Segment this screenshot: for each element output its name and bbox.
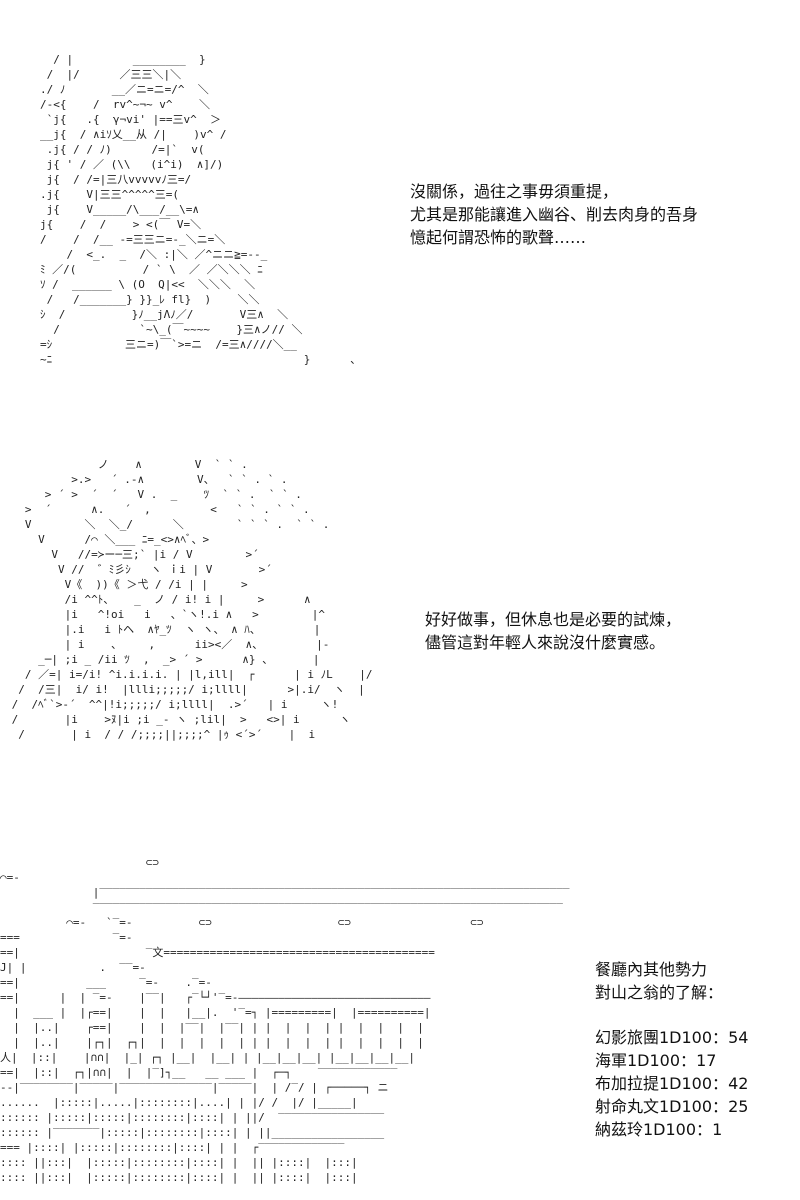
- caption-line: 尤其是那能讓進入幽谷、削去肉身的吾身: [410, 205, 699, 224]
- roll-value: 54: [728, 1028, 749, 1047]
- caption-2: 好好做事，但休息也是必要的試煉， 儘管這對年輕人來說沒什麼實感。: [425, 608, 681, 654]
- caption-line: 好好做事，但休息也是必要的試煉，: [425, 610, 682, 629]
- roll-label: 布加拉提1D100: [595, 1074, 713, 1093]
- roll-value: 17: [696, 1051, 717, 1070]
- roll-separator: ：: [712, 1074, 729, 1093]
- roll-value: 1: [712, 1120, 723, 1139]
- panel-3: ⊂⊃ ⌒=- |‾‾‾‾‾‾‾‾‾‾‾‾‾‾‾‾‾‾‾‾‾‾‾‾‾‾‾‾‾‾‾‾…: [0, 850, 800, 1200]
- roll-row: 布加拉提1D100：42: [595, 1072, 748, 1095]
- roll-value: 42: [728, 1074, 749, 1093]
- caption-line: 儘管這對年輕人來說沒什麼實感。: [425, 633, 666, 652]
- roll-value: 25: [728, 1097, 749, 1116]
- panel-1: / | ________ } / |/ ／三三＼|＼ ./ ﾉ __／ニ=ニ=/…: [0, 0, 800, 440]
- caption-1: 沒關係，過往之事毋須重提， 尤其是那能讓進入幽谷、削去肉身的吾身 憶起何謂恐怖的…: [410, 180, 698, 249]
- roll-label: 納茲玲1D100: [595, 1120, 697, 1139]
- roll-row: 幻影旅團1D100：54: [595, 1026, 748, 1049]
- caption-line: 沒關係，過往之事毋須重提，: [410, 182, 619, 201]
- caption-line: 對山之翁的了解：: [595, 983, 724, 1002]
- roll-separator: ：: [680, 1051, 697, 1070]
- roll-separator: ：: [696, 1120, 713, 1139]
- roll-label: 幻影旅團1D100: [595, 1028, 713, 1047]
- roll-results: 幻影旅團1D100：54 海軍1D100：17 布加拉提1D100：42 射命丸…: [595, 1026, 748, 1141]
- caption-3: 餐廳內其他勢力 對山之翁的了解：: [595, 958, 723, 1004]
- caption-line: 餐廳內其他勢力: [595, 960, 708, 979]
- roll-row: 海軍1D100：17: [595, 1049, 748, 1072]
- panel-2: ノ ∧ V ` ` . >.> ´ .-∧ V、 ` ` . ` . > ´ >…: [0, 445, 800, 810]
- roll-separator: ：: [712, 1028, 729, 1047]
- roll-label: 海軍1D100: [595, 1051, 681, 1070]
- caption-line: 憶起何謂恐怖的歌聲……: [410, 228, 587, 247]
- city-art: ⊂⊃ ⌒=- |‾‾‾‾‾‾‾‾‾‾‾‾‾‾‾‾‾‾‾‾‾‾‾‾‾‾‾‾‾‾‾‾…: [0, 856, 570, 1184]
- character-art-2: ノ ∧ V ` ` . >.> ´ .-∧ V、 ` ` . ` . > ´ >…: [11, 458, 373, 741]
- roll-row: 納茲玲1D100：1: [595, 1118, 748, 1141]
- character-art-1: / | ________ } / |/ ／三三＼|＼ ./ ﾉ __／ニ=ニ=/…: [40, 53, 362, 366]
- roll-row: 射命丸文1D100：25: [595, 1095, 748, 1118]
- roll-separator: ：: [712, 1097, 729, 1116]
- roll-label: 射命丸文1D100: [595, 1097, 713, 1116]
